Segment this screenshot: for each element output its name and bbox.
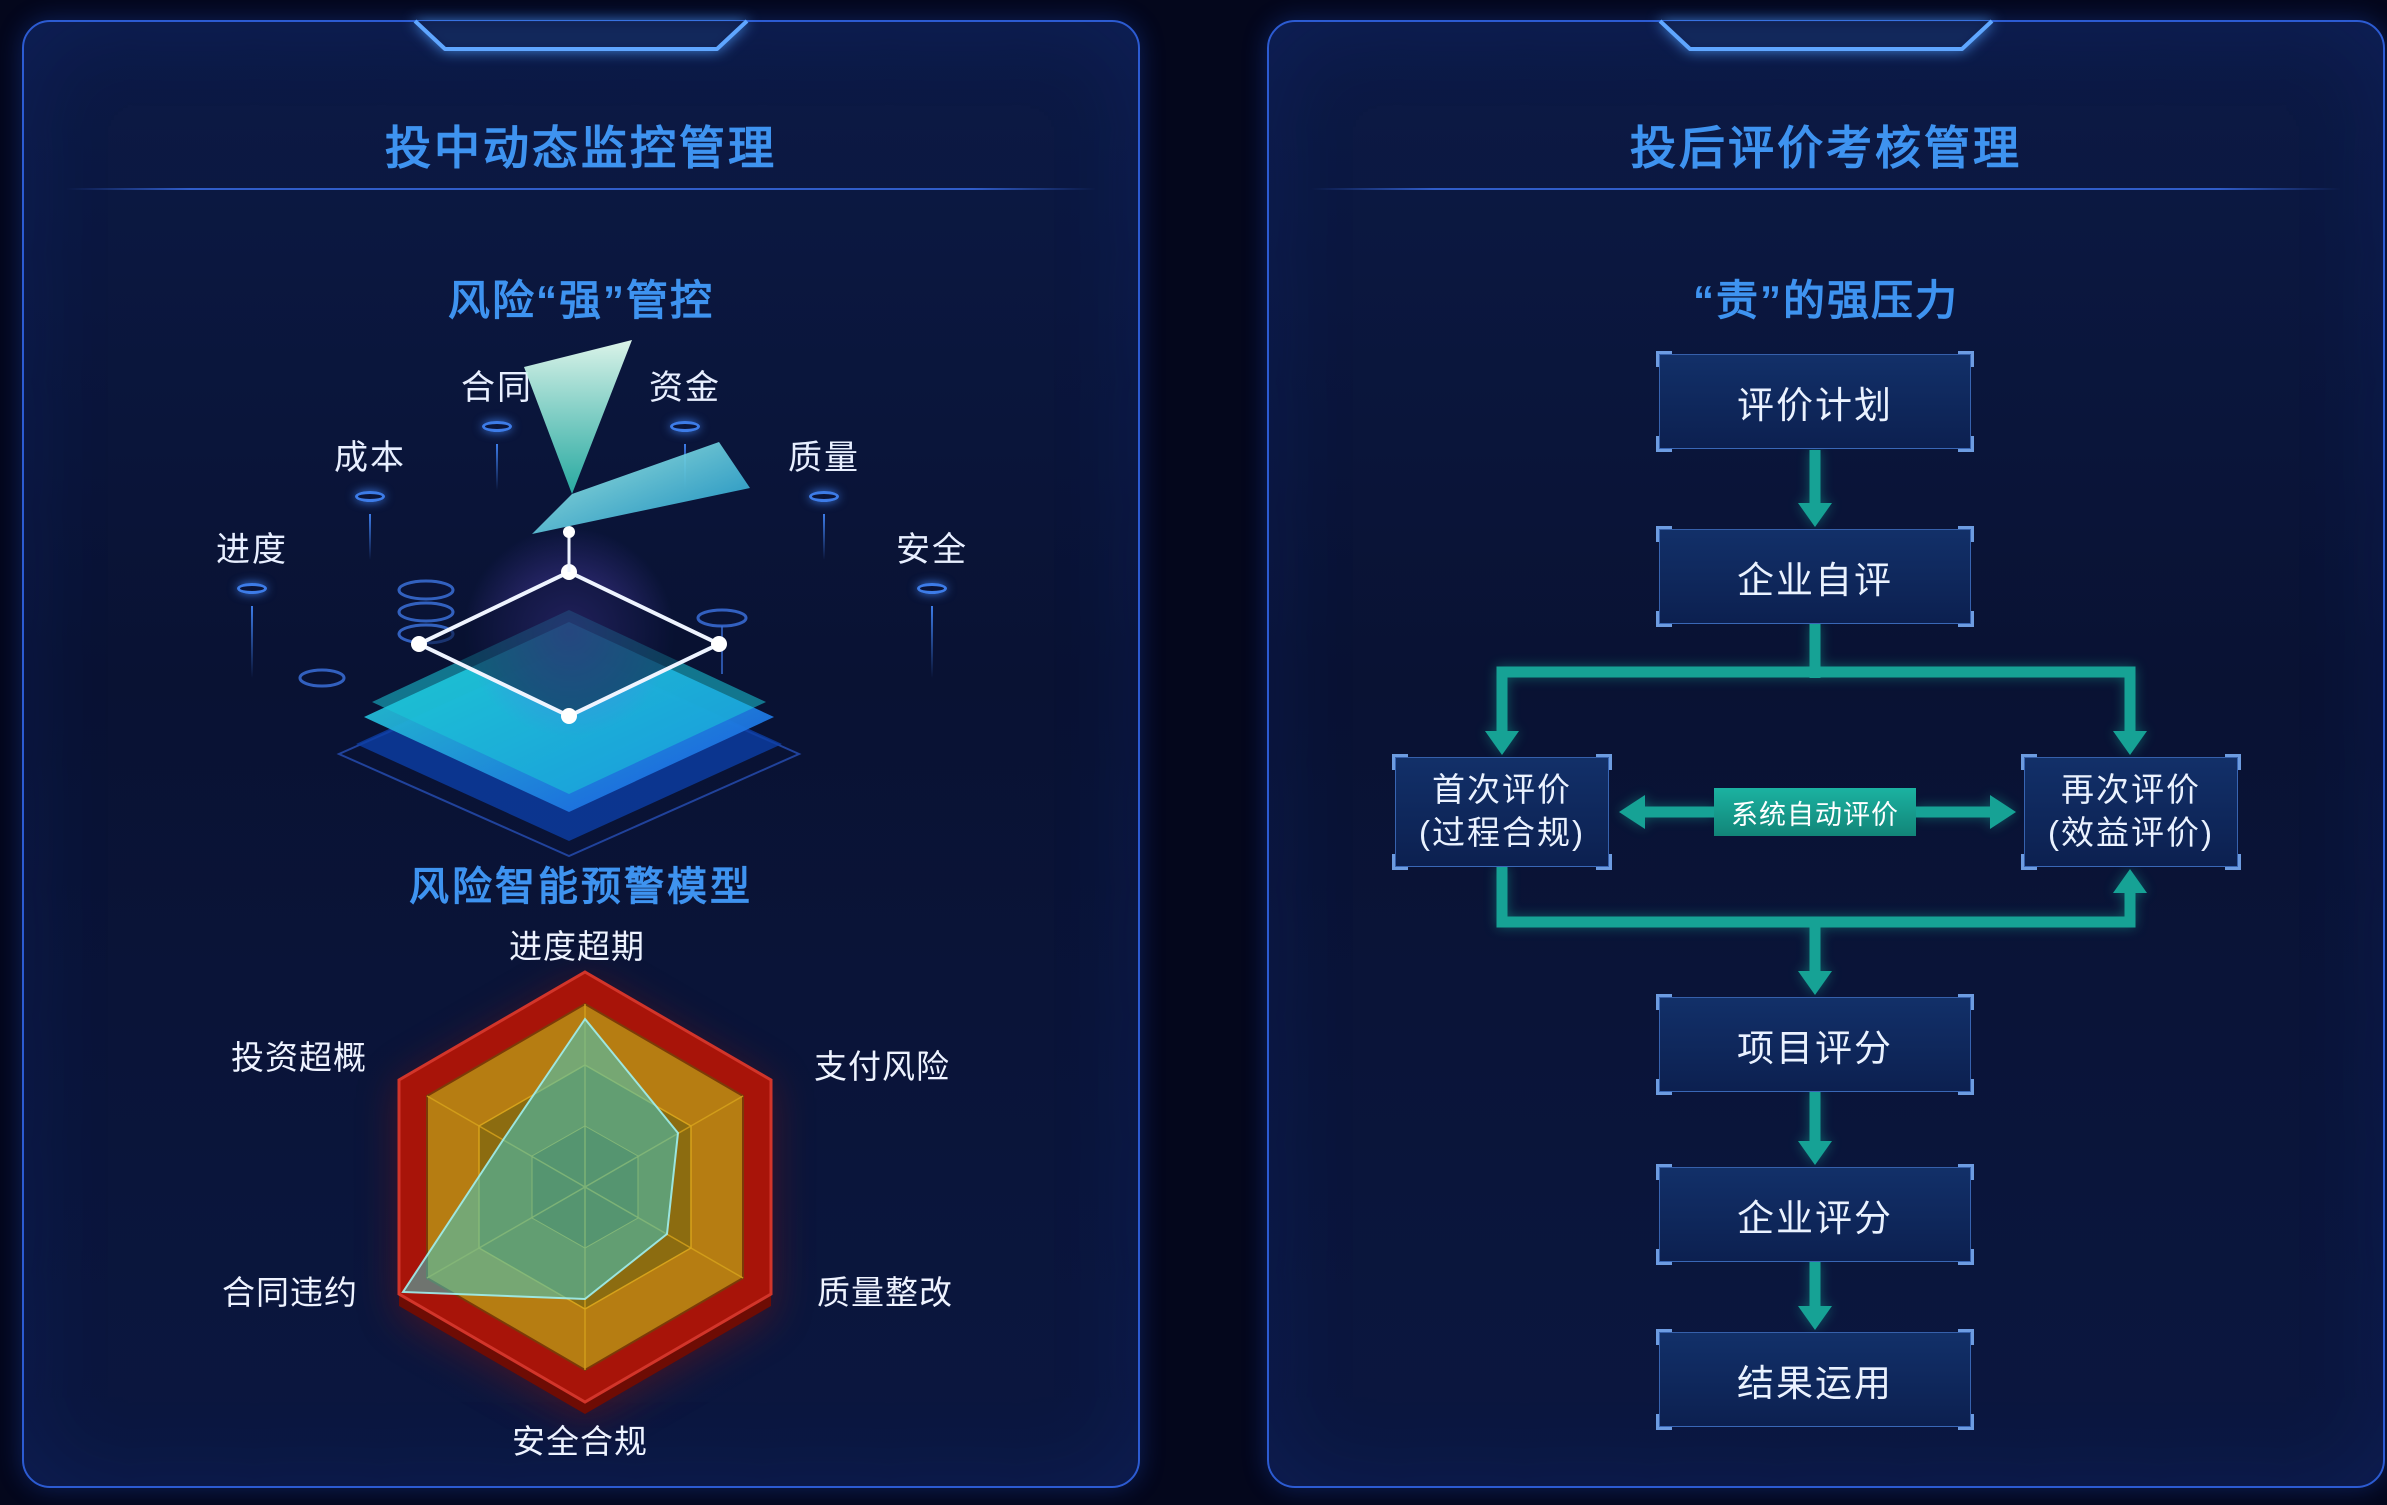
flow-step-self-eval: 企业自评 (1656, 526, 1974, 627)
halo-ring-icon (355, 491, 385, 502)
right-panel-title: 投后评价考核管理 (1630, 122, 2022, 174)
flow-step-label: 结果运用 (1737, 1362, 1893, 1404)
radar-label-payment-risk: 支付风险 (814, 1048, 950, 1085)
flow-step-company-score: 企业评分 (1656, 1164, 1974, 1265)
flow-step-label-line2: (效益评价) (2048, 814, 2214, 851)
risk-label-text: 成本 (334, 439, 406, 477)
radar-chart (397, 970, 773, 1414)
flow-label-auto-eval: 系统自动评价 (1714, 788, 1916, 836)
left-panel-title: 投中动态监控管理 (385, 122, 777, 174)
ring-stem (823, 514, 825, 560)
flow-step-eval-plan: 评价计划 (1656, 351, 1974, 452)
radar-label-progress-overdue: 进度超期 (509, 928, 645, 965)
flow-step-label: 企业评分 (1737, 1197, 1893, 1239)
flow-step-label: 评价计划 (1737, 384, 1893, 426)
ring-stem (369, 514, 371, 560)
flow-step-label-line1: 首次评价 (1432, 771, 1572, 809)
risk-label-text: 合同 (461, 369, 533, 407)
halo-ring-icon (809, 491, 839, 502)
flow-step-result-use: 结果运用 (1656, 1329, 1974, 1430)
halo-ring-icon (670, 421, 700, 432)
title-divider (1311, 188, 2341, 190)
risk-label-text: 安全 (896, 531, 968, 569)
risk-label-funds: 资金 (649, 360, 721, 490)
ring-stem (931, 606, 933, 678)
panel-notch-icon (1658, 19, 1994, 51)
risk-label-text: 资金 (649, 369, 721, 407)
halo-ring-icon (237, 583, 267, 594)
flow-step-label-line1: 再次评价 (2061, 771, 2201, 809)
ring-stem (496, 444, 498, 490)
flow-step-project-score: 项目评分 (1656, 994, 1974, 1095)
halo-ring-icon (482, 421, 512, 432)
flow-step-label: 项目评分 (1737, 1027, 1893, 1069)
halo-ring-icon (917, 583, 947, 594)
title-divider (66, 188, 1096, 190)
risk-label-text: 质量 (788, 439, 860, 477)
right-panel: 投后评价考核管理 “责”的强压力 评价计划 (1267, 19, 2385, 1488)
risk-label-progress: 进度 (216, 522, 288, 678)
left-panel: 投中动态监控管理 风险“强”管控 合同 资金 成本 质量 进度 安全 (22, 19, 1140, 1488)
radar-label-investment-overrun: 投资超概 (231, 1039, 367, 1076)
radar-label-safety-compliance: 安全合规 (512, 1423, 648, 1460)
flow-connector-arrows (1485, 450, 2147, 1330)
auto-eval-label: 系统自动评价 (1731, 799, 1899, 830)
radar-label-quality-rectify: 质量整改 (817, 1274, 953, 1311)
flow-box-re-eval: 再次评价 (效益评价) (2021, 754, 2241, 870)
flow-step-label: 企业自评 (1737, 559, 1893, 601)
risk-label-contract: 合同 (461, 360, 533, 490)
risk-label-cost: 成本 (334, 430, 406, 560)
warning-model-title: 风险智能预警模型 (409, 865, 753, 909)
risk-control-3d-illustration (298, 340, 802, 858)
radar-label-contract-breach: 合同违约 (222, 1274, 358, 1311)
flow-box-first-eval: 首次评价 (过程合规) (1392, 754, 1612, 870)
flow-step-label-line2: (过程合规) (1419, 814, 1585, 851)
left-panel-subtitle: 风险“强”管控 (447, 277, 714, 324)
risk-label-text: 进度 (216, 531, 288, 569)
right-panel-subtitle: “责”的强压力 (1692, 277, 1959, 324)
ring-stem (251, 606, 253, 678)
risk-label-safety: 安全 (896, 522, 968, 678)
risk-label-quality: 质量 (788, 430, 860, 560)
panel-notch-icon (413, 19, 749, 51)
